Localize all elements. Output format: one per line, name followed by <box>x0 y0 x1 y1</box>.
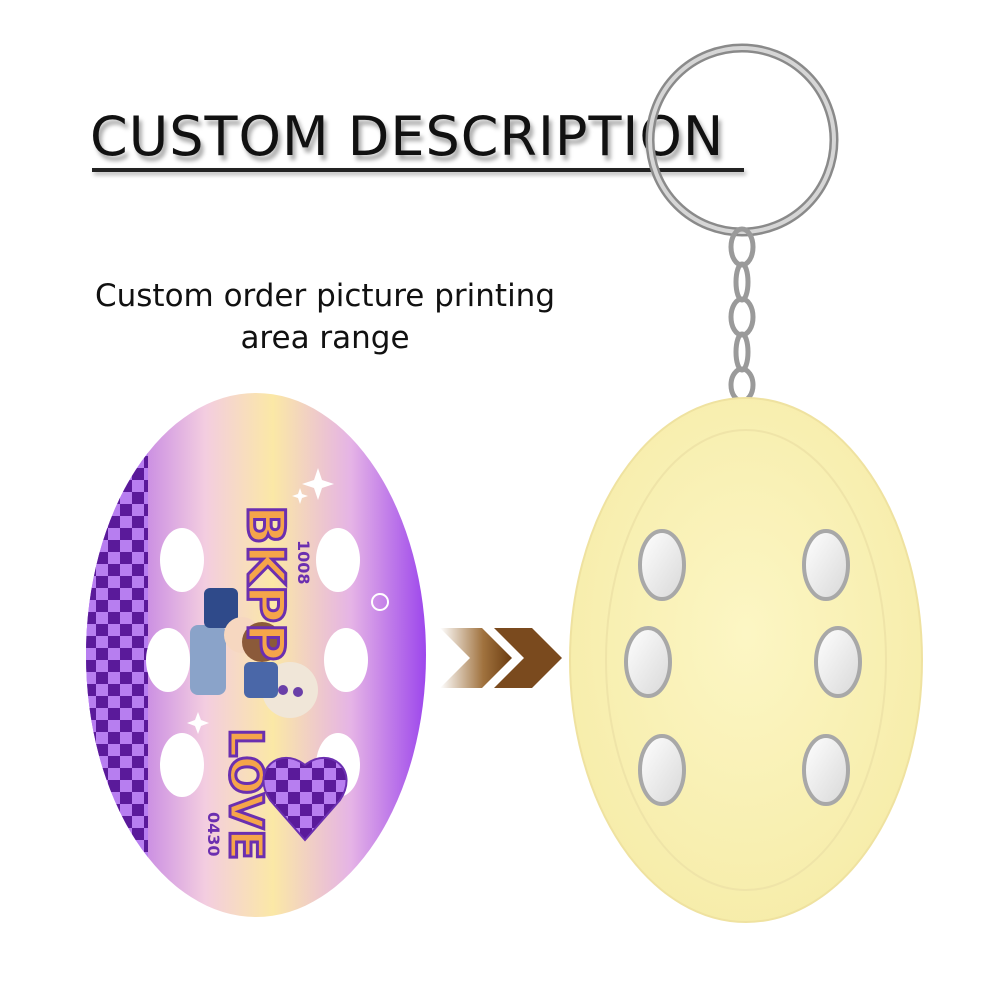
printed-keychain: BKPP 1008 LOVE 0430 <box>86 393 426 917</box>
print-date-bottom: 0430 <box>204 812 223 857</box>
page-title: CUSTOM DESCRIPTION <box>90 105 725 168</box>
print-date-top: 1008 <box>294 540 313 585</box>
blank-keychain <box>569 397 923 923</box>
title-underline <box>92 168 744 172</box>
print-text-top: BKPP <box>235 505 295 661</box>
print-text-bottom: LOVE <box>219 728 273 861</box>
key-ring <box>645 43 839 237</box>
print-area-caption: Custom order picture printing area range <box>60 275 590 359</box>
double-chevron-right-icon <box>440 628 562 688</box>
chain <box>728 226 756 404</box>
chibi-characters-art <box>190 588 318 718</box>
caption-line-1: Custom order picture printing <box>94 278 556 314</box>
caption-line-2: area range <box>240 320 410 356</box>
